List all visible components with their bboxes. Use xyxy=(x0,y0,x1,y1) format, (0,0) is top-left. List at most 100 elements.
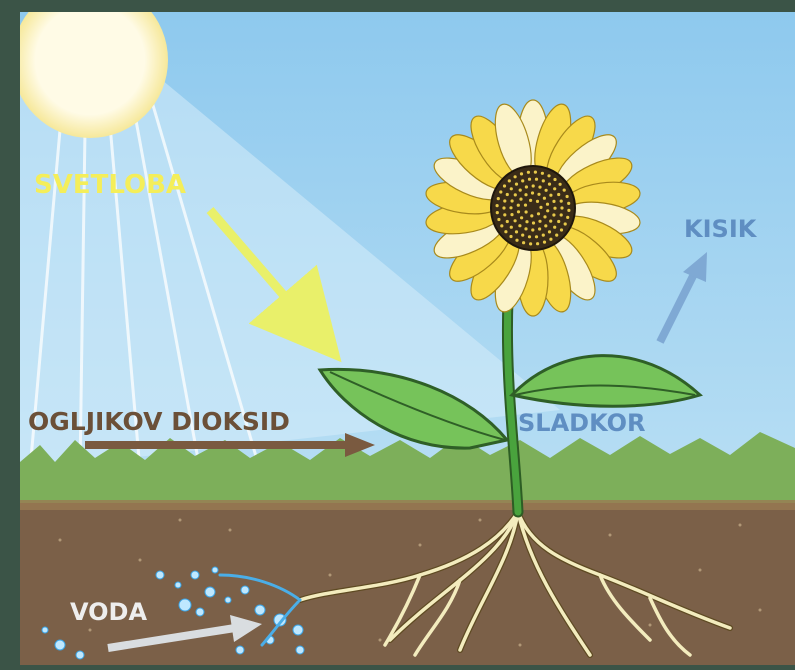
sunflower-seed xyxy=(502,206,505,209)
sunflower-seed xyxy=(517,210,520,213)
sunflower-seed xyxy=(548,230,551,233)
sunflower-seed xyxy=(560,200,563,203)
sunflower-seed xyxy=(537,212,540,215)
sunflower-seed xyxy=(563,189,566,192)
sunflower-seed xyxy=(518,224,521,227)
sunflower-seed xyxy=(535,235,538,238)
co2-label: OGLJIKOV DIOKSID xyxy=(28,407,290,436)
sunflower-seed xyxy=(497,218,500,221)
light-label: SVETLOBA xyxy=(34,170,186,200)
sunflower-seed xyxy=(524,193,527,196)
sunflower-seed xyxy=(552,200,555,203)
sunflower-seed xyxy=(500,224,503,227)
sunflower-seed xyxy=(544,224,547,227)
sunflower-seed xyxy=(539,206,542,209)
sunflower-seed xyxy=(528,235,531,238)
sunflower-seed xyxy=(521,234,524,237)
sunflower-seed xyxy=(567,202,570,205)
sunflower-seed xyxy=(504,230,507,233)
sunflower-seed xyxy=(546,203,549,206)
sunflower-seed xyxy=(560,213,563,216)
sunflower-seed xyxy=(548,183,551,186)
sunflower-seed xyxy=(503,199,506,202)
sunflower-seed xyxy=(553,226,556,229)
sunflower-seed xyxy=(510,199,513,202)
water-label: VODA xyxy=(70,598,147,626)
sunflower-seed xyxy=(525,185,528,188)
sunflower-seed xyxy=(553,187,556,190)
sunflower-seed xyxy=(509,235,512,238)
sunflower-seed xyxy=(532,221,535,224)
sugar-label: SLADKOR xyxy=(518,409,645,437)
sunflower-seed xyxy=(545,189,548,192)
sunflower-seed xyxy=(555,234,558,237)
sunflower-seed xyxy=(557,193,560,196)
sunflower-seed xyxy=(538,186,541,189)
sunflower-seed xyxy=(537,193,540,196)
sunflower-seed xyxy=(549,238,552,241)
sunflower-seed xyxy=(525,210,528,213)
sunflower-seed xyxy=(506,193,509,196)
sunflower-seed xyxy=(553,178,556,181)
sunflower-seed xyxy=(515,239,518,242)
sunflower-seed xyxy=(499,190,502,193)
sunflower-seed xyxy=(538,220,541,223)
sunflower-seed xyxy=(508,179,511,182)
sunflower-seed xyxy=(530,214,533,217)
sunflower-seed xyxy=(506,220,509,223)
sunflower-seed xyxy=(553,207,556,210)
sunflower-seed xyxy=(543,215,546,218)
sunflower-seed xyxy=(519,198,522,201)
sunflower-seed xyxy=(503,184,506,187)
sunflower-seed xyxy=(529,242,532,245)
sunflower-seed xyxy=(521,179,524,182)
sunflower-seed xyxy=(510,226,513,229)
sunflower-seed xyxy=(536,200,539,203)
sunflower-seed xyxy=(541,172,544,175)
sunflower-seed xyxy=(510,213,513,216)
sunflower-seed xyxy=(552,213,555,216)
sunflower-seed xyxy=(546,209,549,212)
sunflower-seed xyxy=(524,227,527,230)
sunflower-seed xyxy=(519,189,522,192)
sunflower-seed xyxy=(496,204,499,207)
sunflower-seed xyxy=(517,204,520,207)
sunflower-seed xyxy=(529,199,532,202)
sunflower-seed xyxy=(510,187,513,190)
sunflower-seed xyxy=(528,178,531,181)
sunflower-seed xyxy=(515,230,518,233)
oxygen-label: KISIK xyxy=(684,215,758,243)
sunflower-seed xyxy=(514,193,517,196)
sunflower-seed xyxy=(515,183,518,186)
sunflower-seed xyxy=(496,211,499,214)
sunflower-seed xyxy=(566,216,569,219)
sunflower-seed xyxy=(535,178,538,181)
sunflower-seed xyxy=(514,175,517,178)
sunflower-seed xyxy=(567,209,570,212)
sunflower-seed xyxy=(524,204,527,207)
sunflower-seed xyxy=(543,197,546,200)
sunflower-seed xyxy=(559,183,562,186)
sunflower-seed xyxy=(520,216,523,219)
sunflower-seed xyxy=(549,194,552,197)
sunflower-seed xyxy=(560,206,563,209)
sunflower-seed xyxy=(536,242,539,245)
sunflower-seed xyxy=(542,234,545,237)
sunflower-seed xyxy=(560,228,563,231)
sunflower-seed xyxy=(497,197,500,200)
sunflower-seed xyxy=(527,171,530,174)
sunflower-seed xyxy=(525,220,528,223)
sunflower-seed xyxy=(520,172,523,175)
sunflower-seed xyxy=(538,227,541,230)
sunflower-seed xyxy=(542,179,545,182)
sunflower-seed xyxy=(531,228,534,231)
sunflower-seed xyxy=(564,222,567,225)
sunflower-seed xyxy=(557,220,560,223)
sunflower-seed xyxy=(503,213,506,216)
sunflower-seed xyxy=(566,195,569,198)
sunflower-seed xyxy=(549,220,552,223)
sunflower-seed xyxy=(514,219,517,222)
sunflower-seed xyxy=(547,174,550,177)
